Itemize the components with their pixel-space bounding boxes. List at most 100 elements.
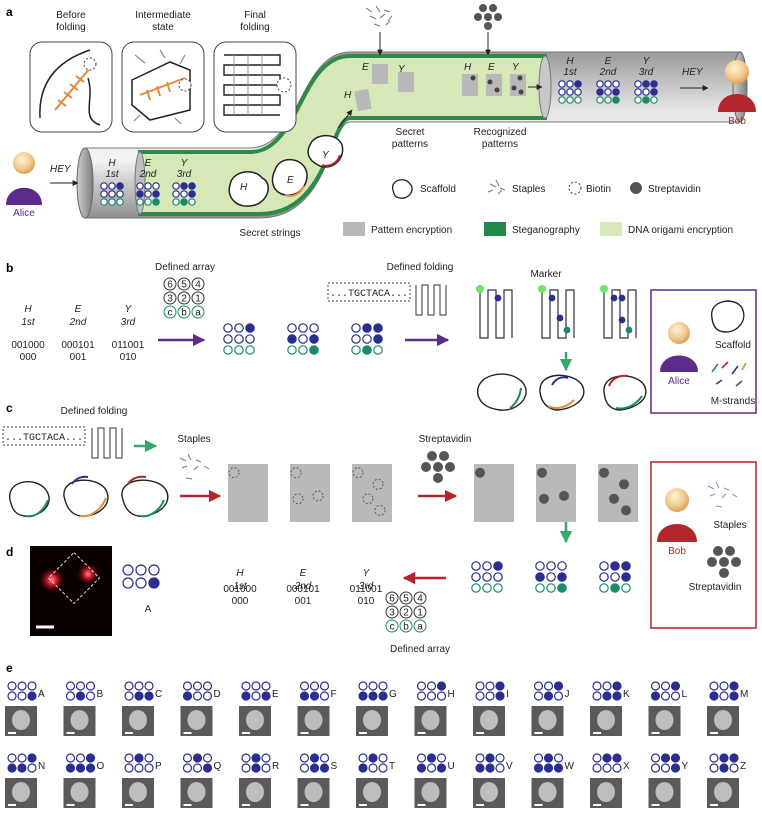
tube-grid-dot bbox=[136, 182, 144, 190]
panel-d-grids bbox=[471, 561, 631, 593]
e-letter-grid-dot bbox=[495, 691, 505, 701]
e-letter-grid bbox=[533, 753, 564, 773]
marker-fold bbox=[479, 289, 513, 339]
e-letter-grid-dot bbox=[65, 691, 76, 701]
e-letter-grid-dot bbox=[416, 753, 427, 763]
alice-label-a: Alice bbox=[13, 208, 35, 219]
streptavidin-cluster-c bbox=[421, 451, 455, 483]
e-letter-grid bbox=[650, 753, 681, 773]
e-letter-grid bbox=[65, 753, 96, 773]
e-letter-grid-dot bbox=[709, 691, 719, 701]
code-3bit: 010 bbox=[358, 596, 375, 607]
e-letter-label: Q bbox=[214, 761, 222, 772]
b-grid-dot bbox=[298, 345, 308, 355]
e-letter-grid-dot bbox=[729, 691, 739, 701]
e-letter-grid-dot bbox=[592, 763, 602, 773]
mini-fold-b bbox=[415, 284, 447, 316]
biotin-dot bbox=[292, 493, 304, 505]
tube-grid-dot bbox=[152, 182, 160, 190]
e-letter-label: X bbox=[623, 761, 630, 772]
e-letter-grid-dot bbox=[368, 763, 378, 773]
b-grid-dot bbox=[245, 345, 255, 355]
biotin-dot bbox=[352, 467, 364, 479]
panel-b-marker-folds bbox=[476, 285, 637, 339]
e-letter-grid-dot bbox=[475, 681, 485, 691]
marker-bit bbox=[548, 294, 556, 302]
hey-in-label: HEY bbox=[682, 67, 704, 78]
fold-title-final-1: Final bbox=[244, 10, 266, 21]
b-grid-dot bbox=[309, 334, 319, 344]
tube-grid bbox=[100, 182, 124, 206]
e-letter-grid-dot bbox=[543, 753, 554, 763]
e-letter-grid-dot bbox=[660, 763, 671, 773]
array-cell-label: 4 bbox=[195, 280, 201, 291]
array-cell-label: 6 bbox=[389, 594, 395, 605]
e-letter-grid-dot bbox=[475, 691, 485, 701]
code-col-letter: H bbox=[24, 304, 32, 315]
e-afm-shape bbox=[129, 710, 147, 730]
biotin-dot bbox=[228, 467, 240, 479]
e-letter-grid-dot bbox=[378, 763, 388, 773]
pattern-tile bbox=[228, 464, 268, 522]
array-cell-label: 4 bbox=[417, 594, 423, 605]
e-letter-grid-dot bbox=[553, 753, 564, 763]
e-letter-label: B bbox=[97, 689, 104, 700]
e-letter-grid-dot bbox=[309, 691, 320, 701]
tube-grid-dot bbox=[566, 96, 574, 104]
e-afm-shape bbox=[12, 782, 30, 802]
panel-b-grids bbox=[223, 323, 383, 355]
e-letter-grid-dot bbox=[670, 763, 681, 773]
e-afm-shape bbox=[246, 782, 264, 802]
b-grid-dot bbox=[223, 334, 233, 344]
array-cell bbox=[163, 277, 177, 291]
e-letter-grid-dot bbox=[719, 681, 729, 691]
e-letter-grid-dot bbox=[475, 753, 485, 763]
e-letter-grid-dot bbox=[144, 763, 154, 773]
e-letter-grid-dot bbox=[358, 681, 368, 691]
col-letter: H bbox=[108, 158, 116, 169]
marker-dot bbox=[600, 285, 608, 293]
array-cell bbox=[177, 277, 191, 291]
e-letter-grid-dot bbox=[182, 681, 193, 691]
e-letter-grid-dot bbox=[426, 691, 437, 701]
e-letter-grid bbox=[182, 681, 213, 701]
e-letter-grid-dot bbox=[368, 753, 378, 763]
tube-grid bbox=[172, 182, 196, 206]
code-3bit: 010 bbox=[120, 352, 137, 363]
panel-c-gray-tiles bbox=[228, 464, 392, 522]
e-letter-label: E bbox=[272, 689, 279, 700]
d-grid-abc-dot bbox=[535, 561, 545, 571]
e-letter-grid-dot bbox=[261, 681, 271, 691]
tube-grid bbox=[634, 80, 658, 104]
panel-letter-d: d bbox=[6, 545, 13, 559]
e-letter-grid-dot bbox=[7, 753, 17, 763]
array-cell-label: a bbox=[417, 622, 423, 633]
recognized-patterns-label-1: Recognized bbox=[474, 127, 527, 138]
e-letter-grid-dot bbox=[612, 763, 622, 773]
strep-dot bbox=[621, 505, 631, 516]
e-letter-grid-dot bbox=[85, 681, 96, 691]
panel-d-grid bbox=[122, 564, 160, 589]
b-grid-dot bbox=[287, 334, 297, 344]
legend-origami-label: DNA origami encryption bbox=[628, 225, 733, 236]
e-letter-grid-dot bbox=[261, 691, 271, 701]
array-cell bbox=[177, 305, 191, 319]
e-letter-grid-dot bbox=[592, 681, 602, 691]
e-letter-grid-dot bbox=[202, 691, 213, 701]
hey-out-label: HEY bbox=[50, 164, 72, 175]
mini-fold-c bbox=[91, 427, 123, 459]
tube-grid-dot bbox=[566, 80, 574, 88]
e-afm-shape bbox=[187, 782, 206, 802]
b-grid-dot bbox=[298, 334, 308, 344]
b-grid-dot bbox=[223, 345, 233, 355]
e-letter-grid bbox=[7, 753, 37, 773]
e-letter-grid-dot bbox=[85, 691, 96, 701]
rec-letter-h: H bbox=[464, 62, 472, 73]
col-order: 2nd bbox=[139, 169, 157, 180]
e-afm-shape bbox=[70, 710, 89, 730]
e-letter-label: Z bbox=[740, 761, 746, 772]
d-grid-abc-dot bbox=[610, 572, 620, 582]
tube-grid-dot bbox=[634, 88, 642, 96]
e-letter-label: F bbox=[331, 689, 337, 700]
